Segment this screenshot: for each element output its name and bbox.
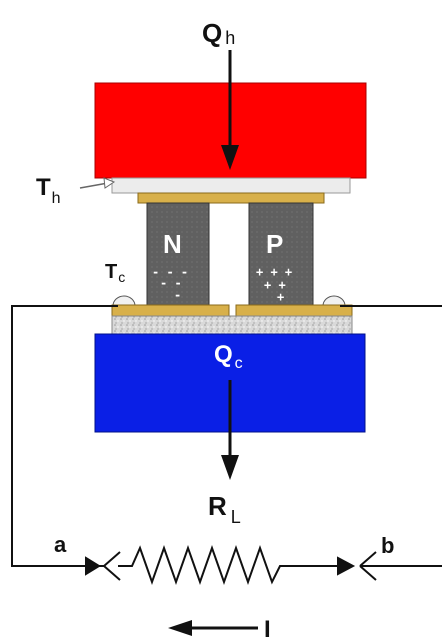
t-hot-label: Th <box>36 174 61 207</box>
n-charges-row3: - <box>174 288 181 302</box>
p-charges-row1: + + + <box>256 265 292 279</box>
cold-copper-right <box>235 304 353 317</box>
hot-ceramic-plate <box>111 177 351 194</box>
th-pointer-shaft <box>79 182 109 189</box>
terminal-a-label: a <box>54 532 67 557</box>
solder-bump-left <box>112 295 136 307</box>
t-cold-label: Tc <box>105 261 125 285</box>
n-charges-row1: - - - <box>152 265 188 279</box>
arrow-wire-left <box>70 556 101 576</box>
terminal-a-marker <box>103 551 121 581</box>
solder-bump-right <box>322 295 346 307</box>
th-pointer-head <box>103 177 116 189</box>
n-pellet <box>146 202 210 306</box>
wire-left <box>11 305 118 567</box>
current-label: I <box>264 616 271 643</box>
p-charges-row2: + + <box>264 278 286 292</box>
arrow-wire-right <box>300 556 356 576</box>
terminal-b-marker <box>359 551 377 581</box>
p-type-label: P <box>266 229 283 259</box>
n-type-label: N <box>163 229 182 259</box>
n-charges-row2: - - <box>160 276 182 290</box>
q-hot-arrow-head <box>221 145 239 170</box>
current-arrow-head <box>168 620 192 636</box>
hot-copper-strip <box>137 192 325 204</box>
cold-ceramic-plate <box>111 315 353 335</box>
load-resistor <box>118 544 300 586</box>
p-pellet <box>248 202 314 306</box>
terminal-b-label: b <box>381 533 394 558</box>
p-charges-row3: + <box>277 290 284 304</box>
q-cold-arrow-head <box>221 455 239 480</box>
cold-copper-left <box>111 304 230 317</box>
